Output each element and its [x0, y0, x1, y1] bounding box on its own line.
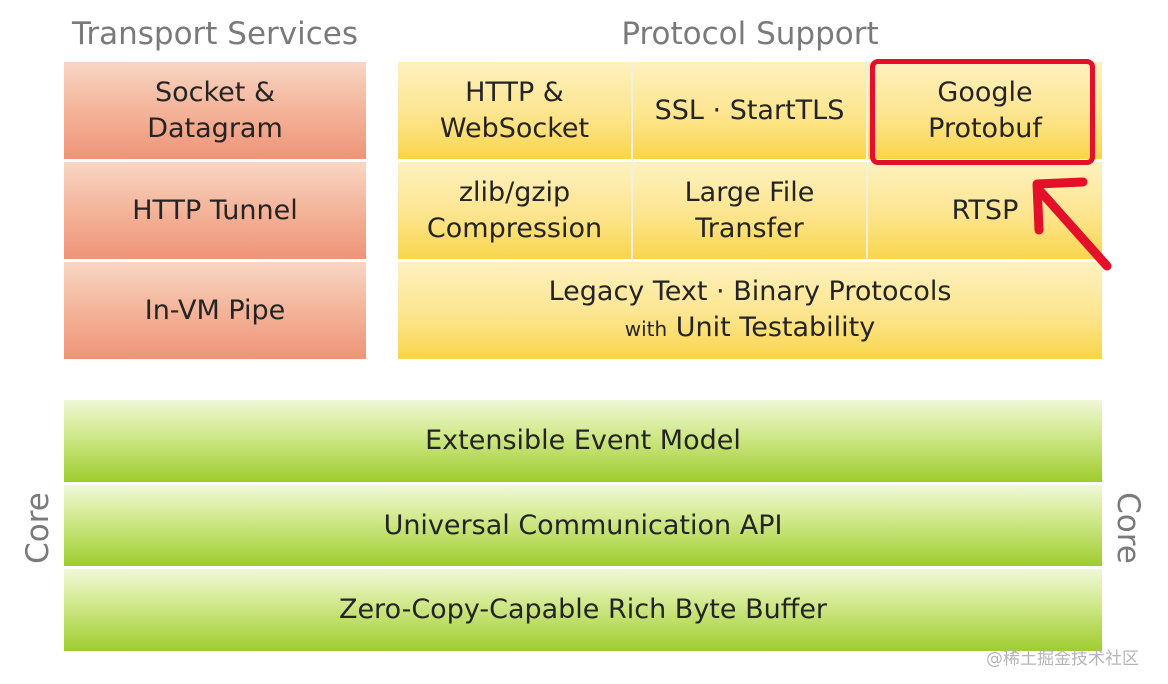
- universal-communication-api-box: Universal Communication API: [64, 485, 1102, 569]
- core-label-right: Core: [1110, 492, 1146, 564]
- in-vm-pipe-label: In-VM Pipe: [144, 294, 286, 326]
- large-file-transfer-box: Large File Transfer: [633, 162, 868, 262]
- socket-datagram-box: Socket & Datagram: [64, 62, 366, 162]
- google-protobuf-line1: Google: [937, 76, 1033, 108]
- in-vm-pipe-box: In-VM Pipe: [64, 262, 366, 362]
- extensible-event-model-box: Extensible Event Model: [64, 400, 1102, 485]
- http-websocket-line1: HTTP &: [465, 76, 564, 108]
- legacy-with-word: with: [624, 317, 668, 341]
- red-arrow-shaft: [1036, 187, 1112, 271]
- transport-services-heading: Transport Services: [71, 16, 359, 52]
- socket-datagram-line2: Datagram: [147, 112, 283, 144]
- http-tunnel-box: HTTP Tunnel: [64, 162, 366, 262]
- http-websocket-box: HTTP & WebSocket: [398, 62, 633, 162]
- extensible-event-model-label: Extensible Event Model: [425, 425, 741, 456]
- watermark: @稀土掘金技术社区: [986, 649, 1139, 669]
- legacy-protocols-box: Legacy Text · Binary Protocols with Unit…: [398, 262, 1102, 362]
- red-arrow-head: [1032, 177, 1088, 235]
- zlib-gzip-line1: zlib/gzip: [458, 176, 571, 208]
- universal-communication-api-label: Universal Communication API: [383, 509, 783, 541]
- zero-copy-byte-buffer-label: Zero-Copy-Capable Rich Byte Buffer: [338, 594, 828, 625]
- rtsp-label: RTSP: [951, 194, 1019, 226]
- google-protobuf-box: Google Protobuf: [868, 62, 1102, 162]
- large-file-transfer-line2: Transfer: [695, 212, 804, 244]
- legacy-protocols-line1: Legacy Text · Binary Protocols: [548, 276, 952, 307]
- http-websocket-line2: WebSocket: [439, 112, 590, 144]
- zero-copy-byte-buffer-box: Zero-Copy-Capable Rich Byte Buffer: [64, 569, 1102, 654]
- http-tunnel-label: HTTP Tunnel: [132, 194, 298, 226]
- google-protobuf-line2: Protobuf: [928, 112, 1042, 144]
- legacy-unit-testability: Unit Testability: [675, 312, 876, 343]
- large-file-transfer-line1: Large File: [684, 176, 815, 208]
- core-label-left: Core: [20, 492, 56, 564]
- ssl-starttls-box: SSL · StartTLS: [633, 62, 868, 162]
- zlib-gzip-line2: Compression: [426, 212, 603, 244]
- protocol-support-heading: Protocol Support: [621, 16, 879, 52]
- socket-datagram-line1: Socket &: [154, 76, 275, 108]
- red-arrow-icon: [1032, 177, 1112, 271]
- protobuf-highlight-box: [870, 59, 1095, 165]
- zlib-gzip-box: zlib/gzip Compression: [398, 162, 633, 262]
- ssl-starttls-label: SSL · StartTLS: [654, 94, 845, 126]
- legacy-protocols-line2: with Unit Testability: [625, 310, 876, 347]
